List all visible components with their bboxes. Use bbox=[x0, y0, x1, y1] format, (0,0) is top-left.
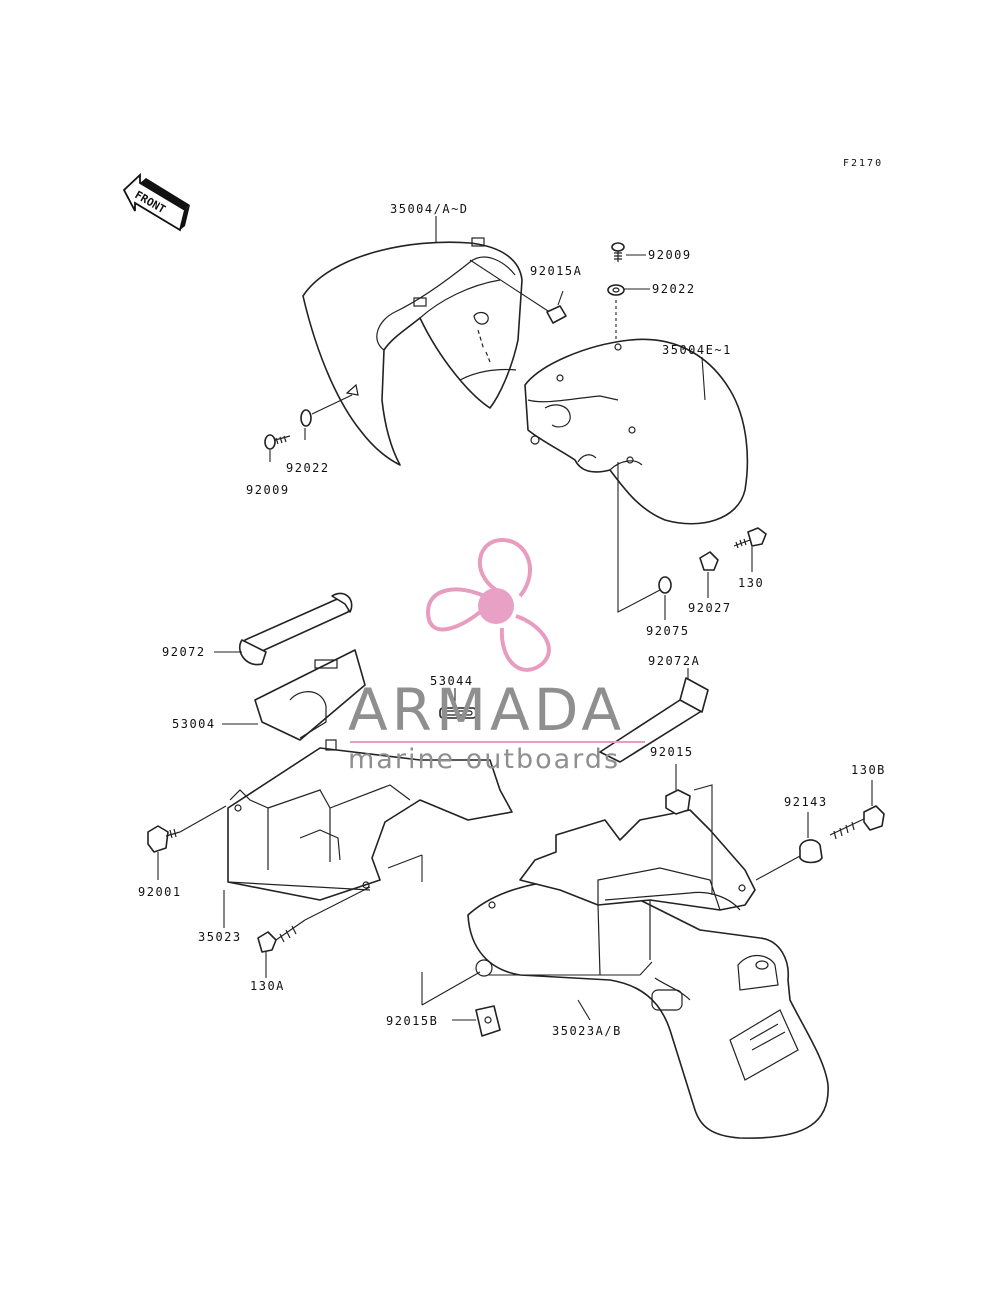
bolt-130-icon bbox=[733, 527, 767, 572]
nut-92015b-icon bbox=[452, 1005, 501, 1037]
figure-code: F2170 bbox=[843, 158, 883, 169]
cover-53004 bbox=[222, 649, 366, 741]
pad-53044 bbox=[439, 688, 477, 719]
front-fender-right bbox=[524, 338, 749, 525]
nut-92015a-icon bbox=[469, 259, 567, 324]
label-92022-left: 92022 bbox=[286, 461, 330, 475]
label-92009-top: 92009 bbox=[648, 248, 692, 262]
bolt-92001-icon bbox=[147, 805, 227, 880]
label-53004: 53004 bbox=[172, 717, 216, 731]
label-35023a-b: 35023A/B bbox=[552, 1024, 622, 1038]
watermark-subtitle: marine outboards bbox=[348, 744, 620, 775]
label-92075: 92075 bbox=[646, 624, 690, 638]
rear-fender-front bbox=[223, 739, 513, 928]
label-35023: 35023 bbox=[198, 930, 242, 944]
label-92022-top: 92022 bbox=[652, 282, 696, 296]
bolt-92009-left-icon bbox=[264, 434, 291, 462]
bolt-130b-icon bbox=[829, 780, 885, 840]
nut-92015-icon bbox=[665, 764, 713, 895]
washer-92075-icon bbox=[617, 462, 672, 620]
bolt-130a-icon bbox=[257, 886, 371, 978]
washer-92022-left-icon bbox=[300, 394, 353, 440]
label-53044: 53044 bbox=[430, 674, 474, 688]
propeller-logo-icon bbox=[425, 537, 551, 672]
label-92027: 92027 bbox=[688, 601, 732, 615]
label-92009-left: 92009 bbox=[246, 483, 290, 497]
label-92001: 92001 bbox=[138, 885, 182, 899]
band-92072 bbox=[214, 592, 353, 666]
grommet-92027-icon bbox=[699, 551, 719, 598]
label-92072: 92072 bbox=[162, 645, 206, 659]
bolt-92009-top-icon bbox=[611, 242, 646, 262]
washer-92022-top-icon bbox=[607, 284, 650, 340]
label-92015b: 92015B bbox=[386, 1014, 438, 1028]
label-130a: 130A bbox=[250, 979, 285, 993]
label-130: 130 bbox=[738, 576, 764, 590]
collar-92143-icon bbox=[755, 812, 823, 881]
rear-fender-rear bbox=[421, 809, 829, 1139]
label-92015: 92015 bbox=[650, 745, 694, 759]
front-arrow-icon: FRONT bbox=[122, 172, 190, 232]
label-92143: 92143 bbox=[784, 795, 828, 809]
label-92072a: 92072A bbox=[648, 654, 700, 668]
label-92015a: 92015A bbox=[530, 264, 582, 278]
label-130b: 130B bbox=[851, 763, 886, 777]
watermark-title: ARMADA bbox=[348, 676, 625, 744]
armada-watermark: ARMADA marine outboards bbox=[348, 537, 645, 775]
band-92072a bbox=[599, 668, 709, 763]
front-fender-left bbox=[302, 237, 523, 466]
label-35004-e-1: 35004E~1 bbox=[662, 343, 732, 357]
label-35004-a-d: 35004/A~D bbox=[390, 202, 469, 216]
